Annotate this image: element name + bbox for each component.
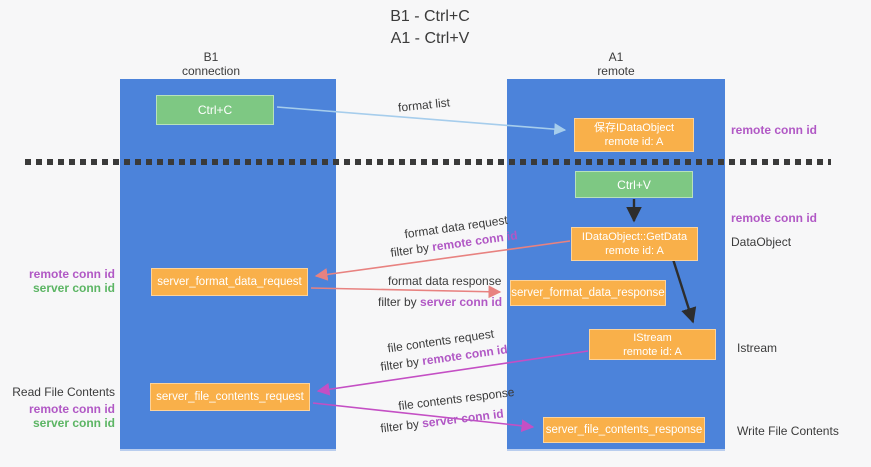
title-line-2: A1 - Ctrl+V [390,30,470,47]
phase-separator-dashed-line [25,159,831,165]
left-column-name: B1 [203,50,219,64]
filter-by-text: filter by [379,416,424,436]
right-column-name: A1 [608,50,624,64]
filter-by-text: filter by [378,295,421,309]
ctrl-c-box: Ctrl+C [156,95,274,125]
server-conn-id-text: server conn id [421,406,505,431]
ctrl-v-label: Ctrl+V [617,177,651,192]
getdata-line2: remote id: A [605,245,664,257]
right-column-role: remote [597,64,635,78]
right-remote-conn-id-label-1: remote conn id [731,123,818,137]
istream-line2: remote id: A [623,345,682,358]
save-dataobject-line2: remote id: A [604,136,664,148]
left-remote-conn-id-label-1: remote conn id [28,267,115,281]
read-file-contents-label: Read File Contents [12,385,115,399]
right-remote-conn-id-label-2: remote conn id [731,211,818,225]
idataobject-getdata-box: IDataObject::GetData remote id: A [571,227,698,261]
filter-by-text: filter by [379,354,424,374]
right-column-header: A1 remote [556,50,676,78]
title-line-1: B1 - Ctrl+C [390,8,470,25]
left-server-conn-id-label-2: server conn id [32,416,115,430]
server-file-contents-request-label: server_file_contents_request [156,391,304,403]
istream-line1: IStream [633,331,672,344]
server-format-data-response-label: server_format_data_response [511,287,665,299]
left-column-header: B1 connection [151,50,271,78]
format-list-label: format list [397,95,451,115]
format-data-response-label: format data response [388,274,502,288]
left-remote-conn-id-label-2: remote conn id [28,402,115,416]
server-file-contents-request-box: server_file_contents_request [150,383,310,411]
filter-by-text: filter by [389,240,434,260]
ctrl-c-label: Ctrl+C [197,103,233,117]
getdata-line1: IDataObject::GetData [581,231,688,243]
left-column-role: connection [181,64,241,78]
server-conn-id-text: server conn id [420,295,503,309]
format-response-filter-label: filter by server conn id [378,295,502,309]
server-format-data-request-box: server_format_data_request [151,268,308,296]
server-format-data-request-label: server_format_data_request [157,276,302,288]
istream-box: IStream remote id: A [589,329,716,360]
istream-side-label: Istream [737,341,778,355]
dataobject-label: DataObject [731,235,792,249]
format-data-response-arrow [310,285,502,299]
server-file-contents-response-label: server_file_contents_response [545,424,703,436]
server-file-contents-response-box: server_file_contents_response [543,417,705,443]
ctrl-v-box: Ctrl+V [575,171,693,198]
left-server-conn-id-label-1: server conn id [32,281,115,295]
diagram-title: B1 - Ctrl+C A1 - Ctrl+V [320,6,540,50]
save-dataobject-box: 保存IDataObject remote id: A [574,118,694,152]
save-dataobject-line1: 保存IDataObject [593,122,675,134]
server-format-data-response-box: server_format_data_response [510,280,666,306]
write-file-contents-label: Write File Contents [737,424,839,438]
